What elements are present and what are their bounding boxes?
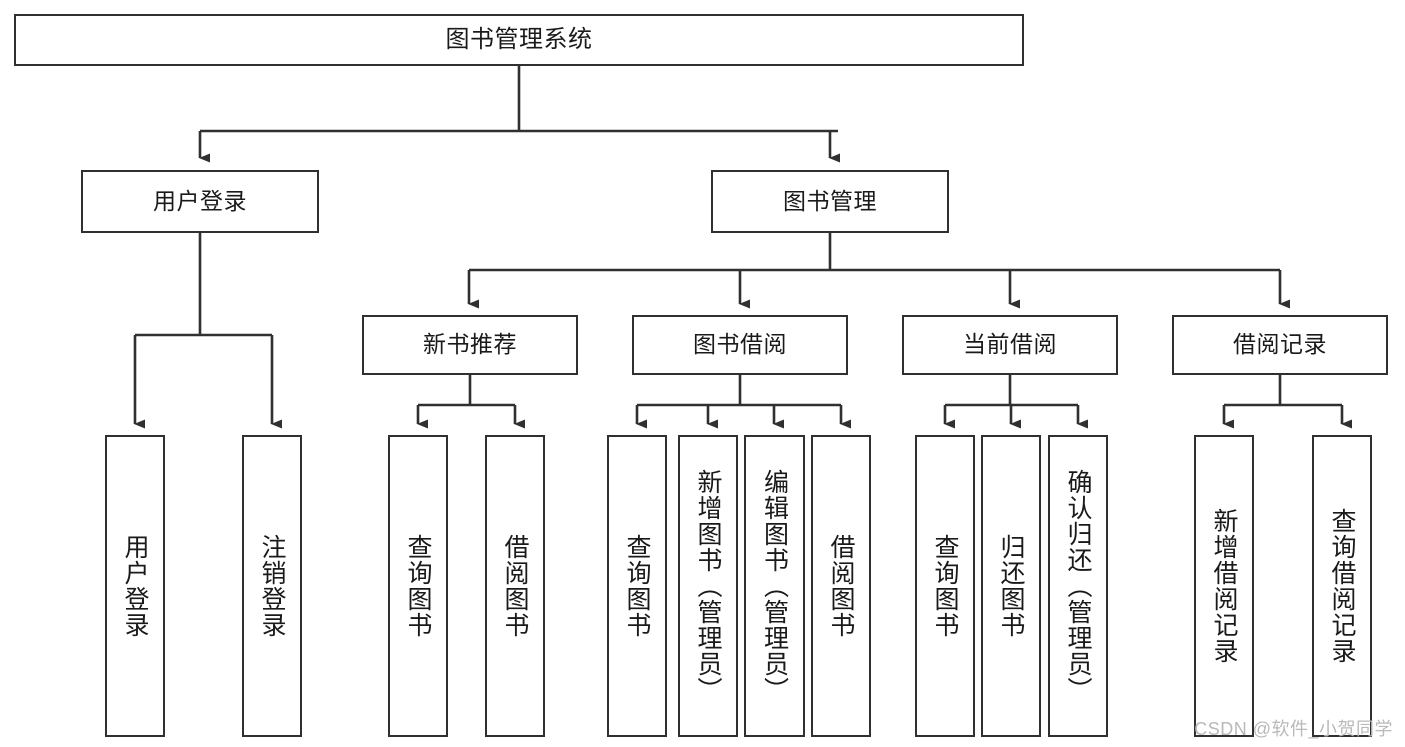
leaf-query-book-current[interactable]: 查询图书 — [915, 435, 975, 737]
node-label: 图书借阅 — [693, 331, 787, 358]
leaf-query-book-rec[interactable]: 查询图书 — [388, 435, 448, 737]
node-borrow-record[interactable]: 借阅记录 — [1172, 315, 1388, 375]
leaf-add-book-admin[interactable]: 新增图书（管理员） — [678, 435, 738, 737]
leaf-confirm-return-admin[interactable]: 确认归还（管理员） — [1048, 435, 1108, 737]
csdn-watermark: CSDN @软件_小贺同学 — [1194, 719, 1393, 739]
node-label: 图书管理系统 — [445, 25, 593, 53]
node-label: 借阅图书 — [827, 534, 855, 638]
leaf-edit-book-admin[interactable]: 编辑图书（管理员） — [744, 435, 805, 737]
node-label: 查询图书 — [623, 534, 651, 638]
node-label: 归还图书 — [997, 534, 1025, 638]
node-book-management[interactable]: 图书管理 — [711, 170, 949, 233]
leaf-query-borrow-record[interactable]: 查询借阅记录 — [1312, 435, 1372, 737]
leaf-borrow-book[interactable]: 借阅图书 — [811, 435, 871, 737]
node-label: 借阅记录 — [1233, 331, 1327, 358]
node-label: 查询图书 — [404, 534, 432, 638]
leaf-user-login[interactable]: 用户登录 — [105, 435, 165, 737]
node-label: 用户登录 — [153, 187, 247, 214]
node-book-borrow[interactable]: 图书借阅 — [632, 315, 848, 375]
node-label: 确认归还（管理员） — [1064, 469, 1092, 703]
node-label: 注销登录 — [258, 534, 286, 638]
leaf-query-book-borrow[interactable]: 查询图书 — [607, 435, 667, 737]
node-current-borrow[interactable]: 当前借阅 — [902, 315, 1118, 375]
node-root-system[interactable]: 图书管理系统 — [14, 14, 1024, 66]
node-label: 图书管理 — [783, 187, 877, 214]
node-label: 编辑图书（管理员） — [760, 469, 789, 703]
leaf-borrow-book-rec[interactable]: 借阅图书 — [485, 435, 545, 737]
node-label: 借阅图书 — [501, 534, 529, 638]
node-new-book-recommend[interactable]: 新书推荐 — [362, 315, 578, 375]
node-user-login[interactable]: 用户登录 — [81, 170, 319, 233]
node-label: 查询图书 — [931, 534, 959, 638]
node-label: 新书推荐 — [423, 331, 517, 358]
node-label: 新增借阅记录 — [1210, 508, 1238, 664]
node-label: 当前借阅 — [963, 331, 1057, 358]
leaf-logout[interactable]: 注销登录 — [242, 435, 302, 737]
leaf-add-borrow-record[interactable]: 新增借阅记录 — [1194, 435, 1254, 737]
node-label: 用户登录 — [121, 534, 149, 638]
node-label: 查询借阅记录 — [1328, 508, 1356, 664]
leaf-return-book[interactable]: 归还图书 — [981, 435, 1041, 737]
node-label: 新增图书（管理员） — [694, 469, 722, 703]
